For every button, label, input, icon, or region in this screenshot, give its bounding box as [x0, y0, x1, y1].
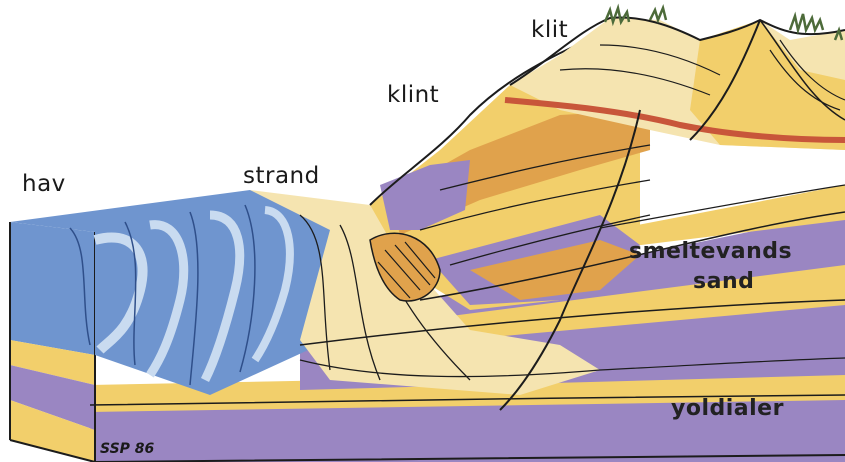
label-hav: hav	[22, 171, 66, 197]
grass-tuft-3	[790, 14, 823, 30]
artist-signature: SSP 86	[100, 441, 154, 457]
label-smeltevands: smeltevands	[629, 239, 792, 264]
sea-side-water	[10, 222, 95, 355]
label-klint: klint	[387, 82, 439, 108]
label-sand: sand	[693, 269, 754, 294]
label-yoldialer: yoldialer	[671, 396, 784, 421]
grass-tuft-2	[650, 8, 666, 20]
label-klit: klit	[531, 17, 568, 43]
label-strand: strand	[243, 163, 320, 189]
